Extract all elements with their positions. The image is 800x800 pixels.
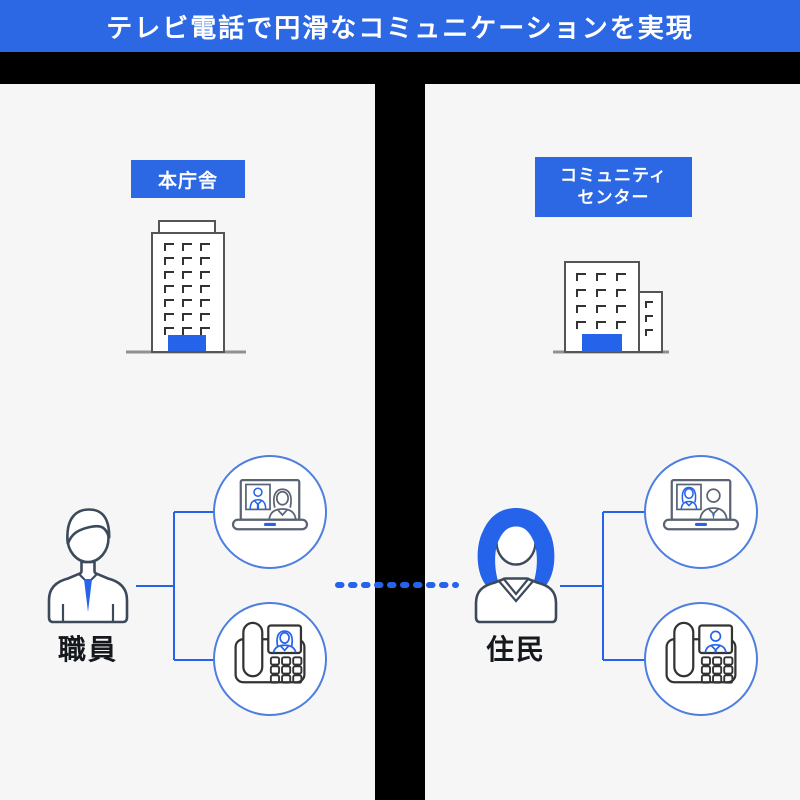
resident-label: 住民 [485, 633, 546, 666]
page-title: テレビ電話で円滑なコミュニケーションを実現 [106, 13, 694, 44]
laptop-video-call-circle-left [213, 455, 327, 569]
woman-in-inset-icon [680, 486, 698, 510]
man-on-screen-icon [699, 488, 728, 520]
location-label-text: 本庁舎 [157, 169, 218, 192]
woman-on-phone-screen-icon [272, 630, 297, 653]
laptop-video-call-circle-right [644, 455, 758, 569]
woman-on-screen-icon [268, 488, 297, 520]
man-on-phone-screen-icon [704, 630, 727, 653]
phone-keypad [700, 656, 734, 684]
female-resident-icon [474, 508, 558, 624]
video-phone-icon [665, 621, 737, 684]
laptop-video-call-icon [662, 479, 740, 531]
male-staff-icon [47, 508, 129, 624]
header-banner: テレビ電話で円滑なコミュニケーションを実現 [0, 0, 800, 52]
tie-shape [712, 513, 715, 520]
video-phone-icon [234, 621, 306, 684]
location-label-community-center: コミュニティ センター [535, 157, 692, 217]
phone-keypad [269, 656, 303, 684]
tall-office-building-icon [126, 220, 246, 354]
community-center-building-icon [553, 261, 669, 354]
laptop-video-call-icon [231, 479, 309, 531]
man-in-inset-icon [249, 487, 267, 510]
location-label-line1: コミュニティ [560, 165, 667, 186]
video-phone-circle-left [213, 602, 327, 716]
location-label-main-building: 本庁舎 [131, 160, 245, 198]
video-phone-circle-right [644, 602, 758, 716]
staff-label: 職員 [57, 633, 118, 666]
location-label-line2: センター [577, 188, 650, 208]
